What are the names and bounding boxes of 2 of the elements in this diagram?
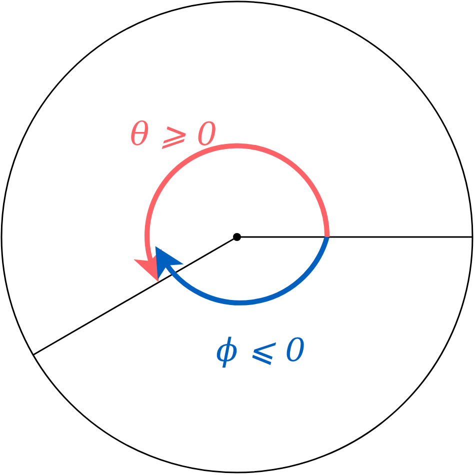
angle-label: θ ⩾ 0 [130,118,217,150]
angle-label: ϕ ⩽ 0 [216,334,306,366]
